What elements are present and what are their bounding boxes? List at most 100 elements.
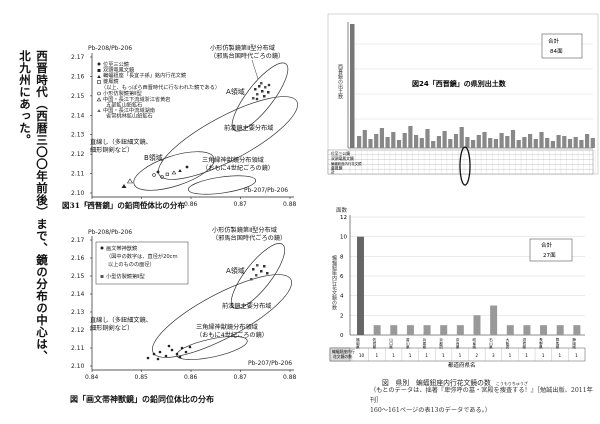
bar-bottom-y-tick: 10 bbox=[340, 235, 347, 241]
bar-top-bar bbox=[482, 132, 487, 148]
bar-bottom-bar bbox=[356, 236, 364, 335]
bar-top-bar bbox=[453, 134, 459, 148]
plot-top-y-axis-label: Pb-208/Pb-206 bbox=[88, 45, 132, 52]
plot-bottom-scatter-points bbox=[146, 344, 192, 361]
bar-top-handdrawn-mark bbox=[459, 146, 471, 186]
legend-bottom-item-3: 以上のものの面径） bbox=[108, 260, 155, 268]
bot-y-tick-label: 2.17 bbox=[71, 237, 85, 244]
bar-top-bar bbox=[459, 127, 464, 148]
plot-bottom-hand-label-2: 細形銅剣など） bbox=[90, 324, 133, 332]
legend-top-item-8: 五部鉱山鉛鉱石 bbox=[106, 101, 142, 109]
legend-top-item-4: 夔鳳鏡 bbox=[103, 77, 119, 85]
plot-bottom-area-a-label: A領域 bbox=[226, 266, 245, 275]
top-y-tick-label: 2.10 bbox=[71, 190, 85, 197]
bar-top-bar bbox=[522, 137, 527, 148]
bar-bottom-row-label-2: 花文鏡の数 bbox=[333, 354, 352, 359]
top-y-tick-label: 2.15 bbox=[71, 93, 85, 100]
bar-top-bar bbox=[465, 137, 470, 148]
bar-bottom-y-tick: 12 bbox=[340, 215, 347, 221]
bot-y-tick-label: 2.11 bbox=[71, 345, 85, 352]
bar-bottom-table-value: 10 bbox=[359, 353, 365, 358]
bar-top-bar bbox=[448, 139, 453, 148]
bar-top-bar bbox=[476, 135, 481, 148]
legend-top-item-6: 小形仿製鏡第Ⅱ型 bbox=[103, 89, 142, 97]
top-x-tick-label: 0.84 bbox=[85, 201, 99, 208]
lead-isotope-plot-bottom: Pb-208/Pb-206 2.172.162.152.142.132.122.… bbox=[70, 226, 297, 404]
top-y-tick-label: 2.14 bbox=[71, 112, 85, 119]
bot-y-tick-label: 2.12 bbox=[71, 327, 85, 334]
bar-bottom-prefecture-label: 佐賀県 bbox=[372, 337, 377, 349]
bar-top-bar bbox=[499, 133, 504, 148]
bar-chart-bat-mirror-counts: 面数 蝙蝠鈕座内行花文鏡の数 121086420 福岡県佐賀県山口県香川県兵庫県… bbox=[329, 206, 586, 369]
bar-bottom-bar bbox=[406, 325, 414, 335]
bar-top-bar bbox=[408, 126, 413, 148]
bar-top-bar bbox=[510, 130, 516, 148]
bar-bottom-prefecture-label: 岐阜県 bbox=[472, 337, 477, 349]
bar-top-bar bbox=[493, 139, 498, 148]
legend-bottom-item-4: 小型仿製鏡第Ⅱ型 bbox=[106, 272, 145, 280]
bar-bottom-prefecture-label: 奈良県 bbox=[455, 337, 460, 349]
bot-x-tick-label: 0.86 bbox=[184, 374, 198, 381]
bar-bottom-table-value: 3 bbox=[492, 353, 495, 358]
bar-bottom-table-value: 1 bbox=[542, 353, 545, 358]
plot-top-hand-label-1: 直線し（多鈕細文鏡、 bbox=[90, 138, 152, 146]
bar-top-bar bbox=[419, 138, 424, 148]
plot-top-legend: 位至三公鏡 双頭竜鳳文鏡 蝙蝠鈕座「長宜子孫」銘内行花文鏡 夔鳳鏡 （以上、もっ… bbox=[96, 60, 220, 120]
bar-bottom-prefecture-label: 長野県 bbox=[538, 337, 543, 349]
plot-bottom-y-axis-label: Pb-208/Pb-206 bbox=[88, 229, 132, 236]
bot-y-tick-label: 2.10 bbox=[71, 363, 85, 370]
plot-bottom-region-small-mirror bbox=[230, 243, 286, 309]
bar-bottom-bar bbox=[473, 315, 481, 335]
plot-bottom-caption: 図「画文帯神獣鏡」の鉛同位体比の分布 bbox=[70, 394, 214, 404]
bar-bottom-bar bbox=[556, 325, 564, 335]
top-x-tick-label: 0.85 bbox=[135, 201, 149, 208]
bar-top-bar-1 bbox=[350, 24, 355, 148]
legend-bottom-item-2: （図中の数字は、直径が20cm bbox=[106, 252, 178, 260]
bar-top-row-label-4: 夔鳳鏡 bbox=[331, 166, 343, 171]
bar-bottom-prefecture-label: 香川県 bbox=[405, 337, 410, 349]
bar-bottom-table-value: 1 bbox=[575, 353, 578, 358]
bar-bottom-row-label-1: 蝙蝠鈕座内行 bbox=[332, 349, 355, 354]
bar-bottom-bar bbox=[423, 325, 431, 335]
bar-top-bar bbox=[436, 136, 441, 148]
bar-top-total-label: 合計 bbox=[548, 37, 560, 45]
plot-top-area-a-label: A領域 bbox=[226, 87, 245, 96]
legend-top-item-9: 中国・長江中流域湖南 bbox=[103, 106, 155, 114]
bar-top-bar bbox=[505, 136, 510, 148]
bar-bottom-total-label: 合計 bbox=[541, 241, 553, 249]
plot-top-region-b bbox=[133, 151, 215, 191]
bar-bottom-vertical-label: 蝙蝠鈕座内行花文鏡の数 bbox=[331, 254, 337, 311]
bar-top-total-value: 84面 bbox=[550, 48, 563, 55]
bar-top-bar bbox=[357, 136, 362, 148]
bar-chart-prefecture-counts-top: 西晋鏡の出土数 合計 84面 図24「西晋鏡」の県別出土数 位至三公鏡 双頭竜鳳… bbox=[327, 13, 599, 186]
bar-bottom-table-value: 1 bbox=[559, 353, 562, 358]
top-y-tick-label: 2.13 bbox=[71, 132, 85, 139]
plot-bottom-legend: 画文帯神獣鏡 （図中の数字は、直径が20cm 以上のものの面径） 小型仿製鏡第Ⅱ… bbox=[95, 241, 189, 285]
bar-bottom-bar bbox=[573, 325, 581, 335]
bar-top-bar bbox=[379, 128, 384, 148]
bar-bottom-table-value: 1 bbox=[375, 353, 378, 358]
bar-bottom-caption: 図 県別 蝙蝠鈕座内行花文鏡の数 こうもりちゅうざ bbox=[382, 377, 528, 387]
plot-top-x-axis-label: Pb-207/Pb-206 bbox=[244, 187, 288, 194]
bar-top-bar bbox=[488, 138, 493, 148]
plot-top-mainland-label: 前漢鏡主要分布域 bbox=[224, 124, 274, 132]
bar-bottom-total-box bbox=[529, 238, 573, 262]
plot-top-triangle-label-1: 三角縁神獣鏡分布領域 bbox=[202, 156, 264, 164]
plot-top-region-triangle bbox=[187, 175, 257, 195]
bar-top-bar bbox=[550, 141, 555, 148]
bar-top-bar bbox=[573, 137, 578, 148]
bar-bottom-table-value: 1 bbox=[509, 353, 512, 358]
top-y-tick-label: 2.12 bbox=[71, 151, 85, 158]
bar-bottom-bar bbox=[456, 325, 464, 335]
plot-top-region-small-mirror bbox=[231, 62, 289, 132]
bot-y-tick-label: 2.13 bbox=[71, 309, 85, 316]
plot-bottom-x-axis-label: Pb-207/Pb-206 bbox=[248, 360, 292, 367]
bar-top-title: 図24「西晋鏡」の県別出土数 bbox=[412, 79, 507, 88]
bar-top-total-box bbox=[541, 33, 583, 59]
bar-bottom-table-value: 1 bbox=[392, 353, 395, 358]
bar-bottom-y-tick: 0 bbox=[340, 333, 344, 339]
bot-x-tick-label: 0.85 bbox=[135, 374, 149, 381]
bar-bottom-bar bbox=[373, 325, 381, 335]
plot-top-caption: 図31「西晋鏡」の鉛同位体比の分布 bbox=[62, 200, 185, 210]
bar-top-bar bbox=[533, 139, 538, 148]
